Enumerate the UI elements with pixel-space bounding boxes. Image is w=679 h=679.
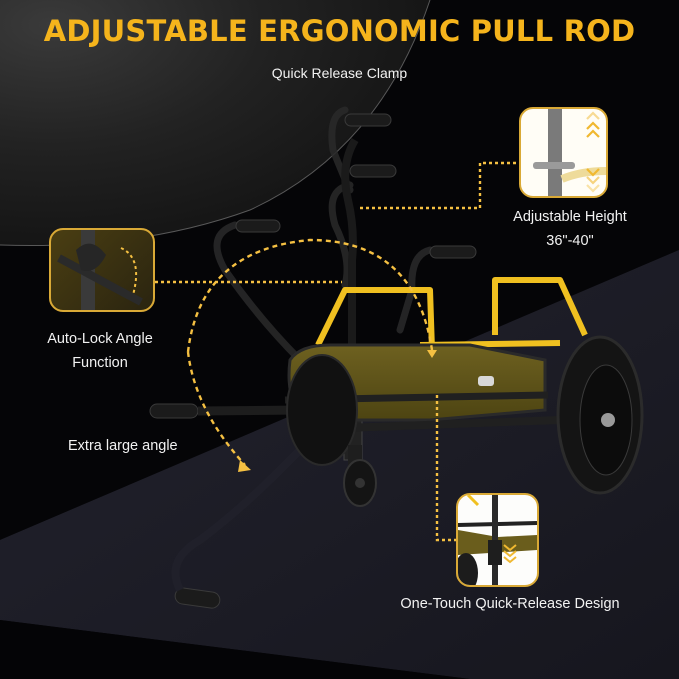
- quick-release-inset: [456, 493, 539, 587]
- down-chevrons-icon: [503, 544, 517, 564]
- quick-release-clamp-label: Quick Release Clamp: [271, 65, 408, 81]
- down-chevrons-icon: [586, 168, 600, 193]
- adjustable-height-range: 36"-40": [546, 233, 594, 249]
- up-chevrons-icon: [586, 111, 600, 138]
- page-title: ADJUSTABLE ERGONOMIC PULL ROD: [43, 14, 636, 48]
- auto-lock-subtitle: Function: [72, 355, 128, 371]
- ghost-grips: [149, 113, 477, 609]
- extra-large-angle-label: Extra large angle: [68, 438, 178, 454]
- caster-wheel: [343, 445, 377, 507]
- auto-lock-title: Auto-Lock Angle: [47, 331, 153, 347]
- adjustable-height-inset: [519, 107, 608, 198]
- large-wheel: [556, 335, 644, 495]
- adjustable-height-title: Adjustable Height: [513, 209, 627, 225]
- rear-wheel: [286, 354, 358, 466]
- quick-release-label: One-Touch Quick-Release Design: [400, 596, 620, 612]
- arrowhead-icon: [427, 350, 437, 358]
- arrowhead-icon: [238, 460, 251, 472]
- auto-lock-inset: [49, 228, 155, 312]
- adjustable-height-label: Adjustable Height 36"-40": [470, 205, 670, 253]
- auto-lock-label: Auto-Lock Angle Function: [20, 327, 180, 375]
- leader-lines: [155, 161, 518, 542]
